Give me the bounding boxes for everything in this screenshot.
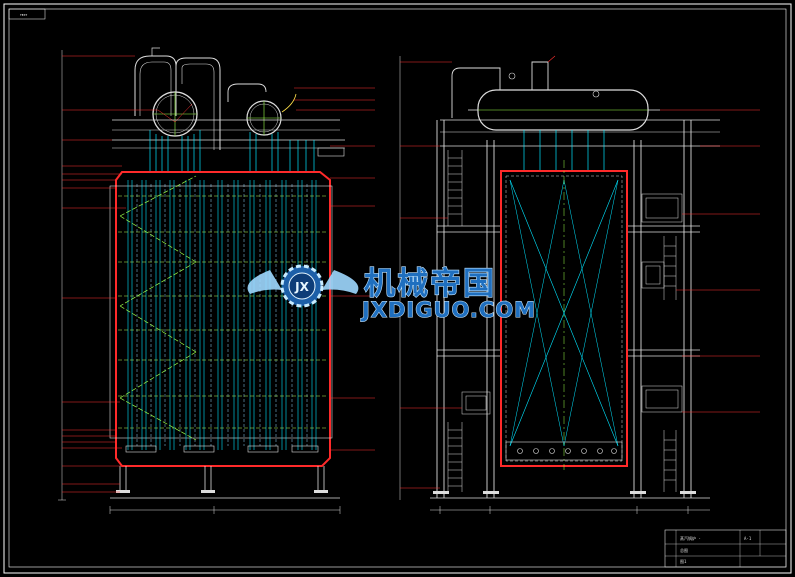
jxdiguo-watermark: JX 机械帝国 JXDIGUO.COM bbox=[247, 264, 536, 323]
title-line-2: 总图 bbox=[680, 547, 688, 553]
title-line-1: 蒸汽锅炉 - bbox=[680, 535, 701, 541]
watermark-cn: 机械帝国 bbox=[364, 266, 496, 302]
drawing-inner-border bbox=[8, 8, 787, 568]
right-elevation-view bbox=[399, 55, 760, 514]
wing-right bbox=[322, 270, 359, 294]
left-furnace-casing bbox=[115, 171, 331, 467]
tag-box bbox=[8, 8, 46, 20]
top-left-tag: TEXT bbox=[20, 13, 27, 17]
title-block: 蒸汽锅炉 - 总图 A-1 图1 bbox=[664, 529, 787, 568]
wing-left bbox=[247, 270, 282, 294]
watermark-badge: JX bbox=[294, 280, 309, 294]
drawing-border bbox=[3, 3, 792, 574]
left-zigzag-ladder bbox=[119, 175, 197, 441]
left-elevation-view bbox=[58, 47, 375, 514]
title-line-3: A-1 bbox=[744, 536, 752, 541]
watermark-en: JXDIGUO.COM bbox=[360, 298, 536, 322]
title-line-4: 图1 bbox=[680, 558, 687, 564]
